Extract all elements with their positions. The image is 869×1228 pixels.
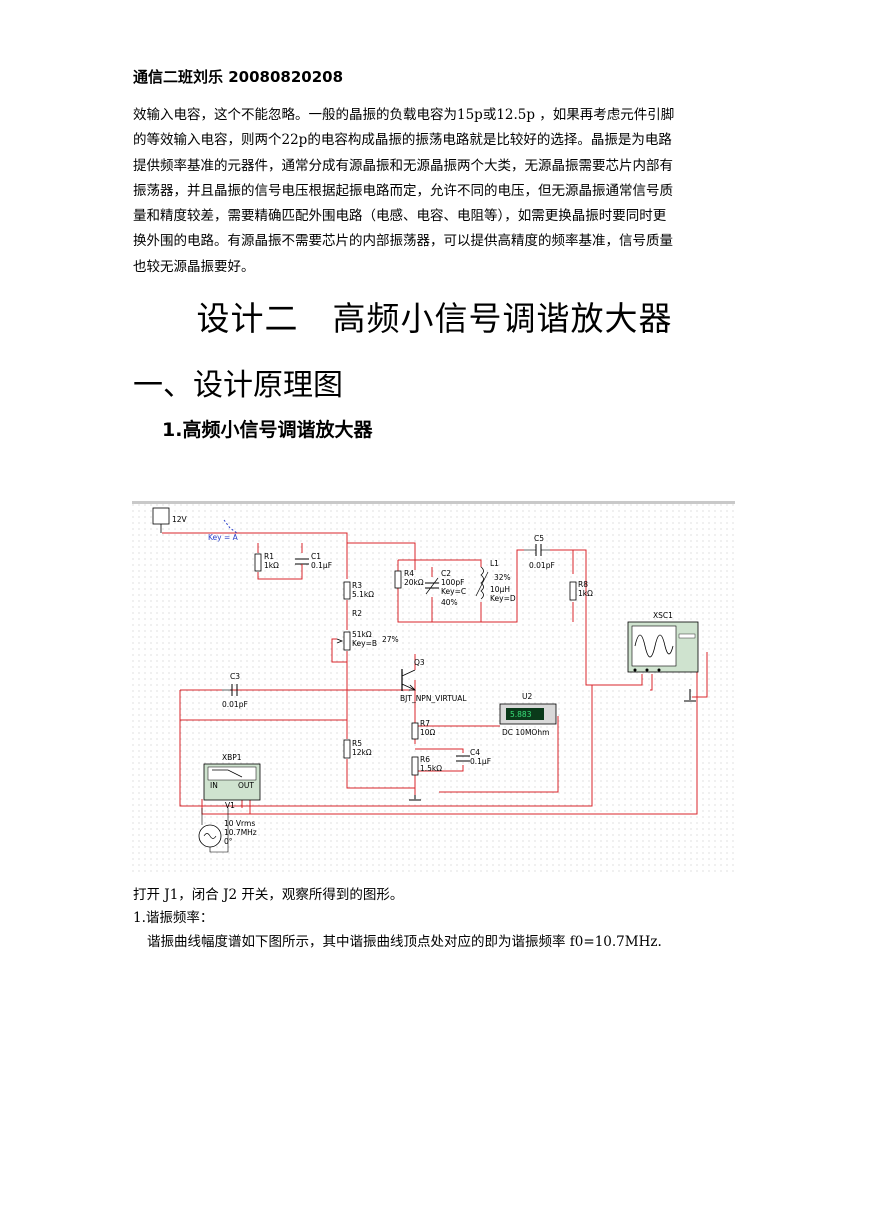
c2-percent: 40% — [441, 598, 458, 607]
r3-label: R3 — [352, 581, 362, 590]
c2-label: C2 — [441, 569, 451, 578]
potentiometer-r2: 51kΩ Key=B 27% — [336, 630, 399, 651]
schematic-svg: 12V Key = A R1 1kΩ C1 0.1µF R3 5.1kΩ R2 — [132, 504, 735, 873]
design-title: 设计二 高频小信号调谐放大器 — [196, 299, 673, 338]
r6-label: R6 — [420, 755, 430, 764]
c3-label: C3 — [230, 672, 240, 681]
paragraph-line: 量和精度较差，需要精确匹配外围电路（电感、电容、电阻等），如需更换晶振时要同时更 — [133, 208, 667, 225]
u2-reading: 5.883 — [510, 710, 532, 719]
xbp1-label: XBP1 — [222, 753, 242, 762]
xsc1-label: XSC1 — [653, 611, 673, 620]
c5-value: 0.01pF — [529, 561, 555, 570]
capacitor-c4: C4 0.1µF — [456, 748, 491, 766]
c3-value: 0.01pF — [222, 700, 248, 709]
q3-label: Q3 — [414, 658, 425, 667]
switch-wire — [223, 519, 238, 534]
r2-label: R2 — [352, 609, 362, 618]
resistor-r7: R7 10Ω — [411, 719, 436, 740]
r2-value: 51kΩ — [352, 630, 372, 639]
v1-frequency: 10.7MHz — [224, 828, 257, 837]
c4-value: 0.1µF — [470, 757, 491, 766]
r5-label: R5 — [352, 739, 362, 748]
c2-key: Key=C — [441, 587, 466, 596]
capacitor-c3: C3 0.01pF — [222, 672, 248, 709]
r6-value: 1.5kΩ — [420, 764, 442, 773]
r1-label: R1 — [264, 552, 274, 561]
q3-model: BJT_NPN_VIRTUAL — [400, 694, 467, 703]
r7-label: R7 — [420, 719, 430, 728]
voltmeter-u2: U2 5.883 DC 10MOhm — [499, 692, 557, 737]
paragraph-line: 效输入电容，这个不能忽略。一般的晶振的负载电容为15p或12.5p ，如果再考虑… — [133, 107, 675, 123]
u2-label: U2 — [522, 692, 532, 701]
grid-background — [132, 504, 735, 873]
r2-percent: 27% — [382, 635, 399, 644]
r8-label: R8 — [578, 580, 588, 589]
r3-value: 5.1kΩ — [352, 590, 374, 599]
document-header: 通信二班刘乐 20080820208 — [133, 68, 344, 86]
capacitor-c5: C5 0.01pF — [524, 534, 555, 570]
xbp-out-label: OUT — [238, 781, 254, 790]
key-a-label: Key = A — [208, 533, 239, 542]
l1-value: 10µH — [490, 585, 510, 594]
l1-key: Key=D — [490, 594, 516, 603]
paragraph-line: 也较无源晶振要好。 — [133, 258, 255, 275]
resistor-r4: R4 20kΩ — [394, 569, 424, 589]
v1-amplitude: 10 Vrms — [224, 819, 255, 828]
c4-label: C4 — [470, 748, 480, 757]
v1-phase: 0° — [224, 837, 233, 846]
xbp-in-label: IN — [210, 781, 218, 790]
c1-label: C1 — [311, 552, 321, 561]
resistor-r3: R3 5.1kΩ R2 — [343, 581, 374, 618]
r5-value: 12kΩ — [352, 748, 372, 757]
bode-plotter-xbp1: XBP1 IN OUT V1 — [203, 753, 261, 810]
vcc-source: 12V Key = A — [152, 507, 239, 542]
resistor-r8: R8 1kΩ — [569, 580, 593, 601]
inductor-l1: L1 32% 10µH Key=D — [475, 559, 516, 603]
ground-symbol — [409, 795, 421, 801]
v1-label: V1 — [225, 801, 235, 810]
paragraph-line: 换外围的电路。有源晶振不需要芯片的内部振荡器，可以提供高精度的频率基准，信号质量 — [133, 233, 673, 250]
subsection-heading: 1.高频小信号调谐放大器 — [162, 419, 373, 441]
resistor-r6: R6 1.5kΩ — [411, 755, 442, 776]
circuit-schematic: 12V Key = A R1 1kΩ C1 0.1µF R3 5.1kΩ R2 — [132, 501, 735, 873]
transistor-q3: Q3 BJT_NPN_VIRTUAL — [400, 654, 467, 703]
paragraph-line: 提供频率基准的元器件，通常分成有源晶振和无源晶振两个大类，无源晶振需要芯片内部有 — [133, 157, 673, 174]
resistor-r1: R1 1kΩ — [254, 552, 279, 572]
c5-label: C5 — [534, 534, 544, 543]
ac-source-v1: 10 Vrms 10.7MHz 0° — [198, 808, 257, 853]
resonance-description: 谐振曲线幅度谱如下图所示，其中谐振曲线顶点处对应的即为谐振频率 f0=10.7M… — [147, 934, 662, 950]
l1-label: L1 — [490, 559, 499, 568]
u2-mode: DC 10MOhm — [502, 728, 549, 737]
oscilloscope-xsc1: XSC1 — [627, 611, 699, 702]
figure-caption: 打开 J1，闭合 J2 开关，观察所得到的图形。 — [133, 887, 404, 903]
r2-key: Key=B — [352, 639, 377, 648]
capacitor-c2: C2 100pF Key=C 40% — [425, 569, 466, 607]
paragraph-line: 振荡器，并且晶振的信号电压根据起振电路而定，允许不同的电压，但无源晶振通常信号质 — [133, 182, 673, 199]
section-heading: 一、设计原理图 — [133, 368, 343, 403]
list-item-heading: 1.谐振频率： — [133, 910, 214, 926]
r4-label: R4 — [404, 569, 414, 578]
c2-value: 100pF — [441, 578, 464, 587]
r1-value: 1kΩ — [264, 561, 279, 570]
intro-paragraph: 效输入电容，这个不能忽略。一般的晶振的负载电容为15p或12.5p ，如果再考虑… — [133, 103, 739, 280]
resistor-r5: R5 12kΩ — [343, 739, 372, 759]
vcc-label: 12V — [172, 515, 188, 524]
paragraph-line: 的等效输入电容，则两个22p的电容构成晶振的振荡电路就是比较好的选择。晶振是为电… — [133, 132, 672, 149]
l1-percent: 32% — [494, 573, 511, 582]
c1-value: 0.1µF — [311, 561, 332, 570]
r4-value: 20kΩ — [404, 578, 424, 587]
r7-value: 10Ω — [420, 728, 436, 737]
r8-value: 1kΩ — [578, 589, 593, 598]
capacitor-c1: C1 0.1µF — [295, 552, 332, 572]
